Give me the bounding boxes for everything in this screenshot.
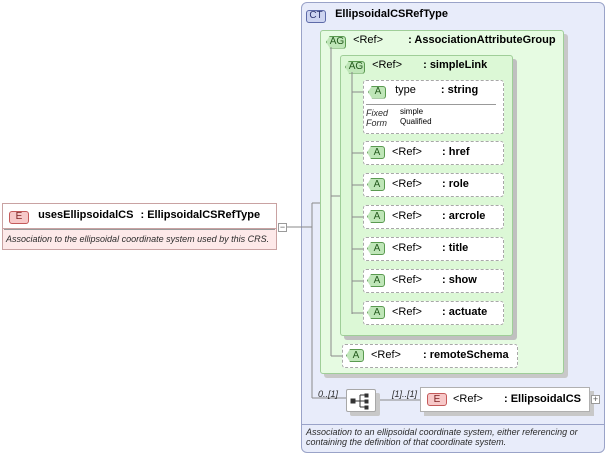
child-element-ref: <Ref> [453, 393, 483, 405]
attribute-badge: A [367, 274, 385, 287]
attribute-badge: A [367, 306, 385, 319]
attribute-badge: A [368, 85, 386, 99]
attribute-group-outer-header: AG <Ref> : AssociationAttributeGroup [326, 34, 556, 49]
complex-type-name[interactable]: EllipsoidalCSRefType [335, 8, 448, 20]
attribute-role[interactable]: A <Ref> : role [363, 173, 504, 197]
sequence-icon [350, 393, 369, 410]
root-element-description: Association to the ellipsoidal coordinat… [6, 234, 270, 244]
attribute-group-inner-header: AG <Ref> : simpleLink [345, 59, 487, 74]
attribute-ref: <Ref> [392, 306, 422, 318]
attribute-ref: <Ref> [371, 349, 401, 361]
attribute-ref-type: : actuate [442, 306, 488, 318]
attribute-show[interactable]: A <Ref> : show [363, 269, 504, 293]
expand-toggle[interactable]: + [591, 394, 600, 404]
attribute-type-header: A type : string [368, 84, 478, 99]
collapse-toggle[interactable]: − [278, 222, 287, 232]
attribute-badge: A [367, 146, 385, 159]
attribute-actuate[interactable]: A <Ref> : actuate [363, 301, 504, 325]
attribute-group-outer-ref: <Ref> [353, 34, 384, 46]
root-element-separator [4, 229, 275, 230]
attribute-ref-type: : remoteSchema [423, 349, 509, 361]
child-element-box[interactable]: E <Ref> : EllipsoidalCS [420, 387, 590, 412]
sequence-compositor[interactable] [346, 389, 376, 412]
attribute-ref-type: : arcrole [442, 210, 486, 222]
attribute-group-inner-ref: <Ref> [372, 59, 403, 71]
attribute-ref: <Ref> [392, 242, 422, 254]
attribute-arcrole[interactable]: A <Ref> : arcrole [363, 205, 504, 229]
attribute-ref: <Ref> [392, 178, 422, 190]
attribute-ref: <Ref> [392, 146, 422, 158]
root-element-name[interactable]: usesEllipsoidalCS [38, 209, 134, 221]
attribute-type-type: : string [440, 84, 479, 96]
complex-type-description-line2: containing the definition of that coordi… [306, 437, 507, 447]
attribute-group-outer-type: : AssociationAttributeGroup [408, 34, 556, 46]
description-separator [302, 424, 604, 425]
attribute-title[interactable]: A <Ref> : title [363, 237, 504, 261]
attribute-ref-type: : show [442, 274, 477, 286]
root-element-type: : EllipsoidalCSRefType [140, 209, 261, 221]
attribute-remote-schema[interactable]: A <Ref> : remoteSchema [342, 344, 518, 368]
root-element-title: E usesEllipsoidalCS : EllipsoidalCSRefTy… [9, 209, 260, 224]
attribute-ref: <Ref> [392, 210, 422, 222]
facet-value-form: Qualified [400, 117, 432, 126]
root-element-header [2, 203, 277, 229]
element-badge: E [9, 210, 29, 224]
facet-label-fixed: Fixed [366, 108, 389, 118]
complex-type-header: CT EllipsoidalCSRefType [306, 8, 448, 23]
element-badge: E [427, 393, 447, 406]
facet-value-fixed: simple [400, 107, 424, 116]
attribute-type-name: type [395, 84, 416, 96]
child-element-type: : EllipsoidalCS [504, 393, 582, 405]
attribute-ref: <Ref> [392, 274, 422, 286]
complex-type-badge: CT [306, 9, 326, 23]
attribute-group-inner-type: : simpleLink [423, 59, 488, 71]
attribute-ref-type: : href [442, 146, 470, 158]
attribute-type-separator [366, 104, 496, 105]
sequence-multiplicity-right: [1]..[1] [392, 389, 418, 399]
sequence-multiplicity-left: 0..[1] [318, 389, 339, 399]
attribute-type[interactable] [363, 80, 504, 134]
attribute-badge: A [367, 178, 385, 191]
attribute-href[interactable]: A <Ref> : href [363, 141, 504, 165]
attribute-badge: A [367, 242, 385, 255]
attribute-ref-type: : title [442, 242, 469, 254]
attribute-group-badge: AG [345, 60, 365, 74]
facet-label-form: Form [366, 118, 387, 128]
complex-type-description-line1: Association to an ellipsoidal coordinate… [306, 427, 578, 437]
attribute-ref-type: : role [442, 178, 469, 190]
attribute-group-badge: AG [326, 35, 346, 49]
attribute-badge: A [367, 210, 385, 223]
attribute-badge: A [346, 349, 364, 362]
